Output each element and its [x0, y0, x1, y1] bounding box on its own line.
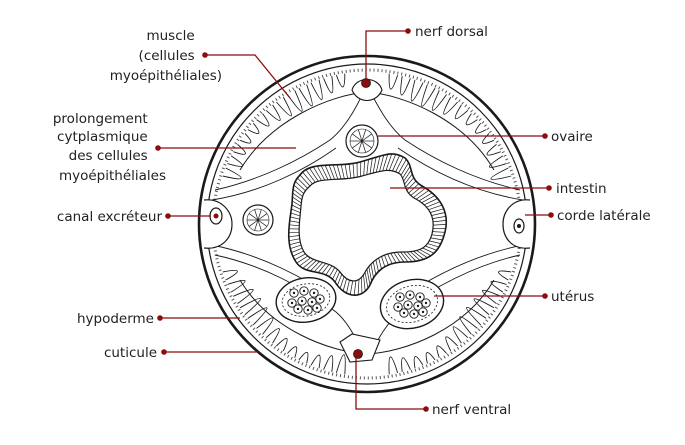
leader-lines [158, 30, 551, 410]
nerf-dorsal [351, 78, 383, 102]
canal-excreteur-right-lumen [517, 224, 521, 228]
label-canal-excreteur: canal excréteur [57, 209, 163, 225]
label-muscle: muscle (cellules myoépithéliales) [110, 28, 222, 84]
ovaire-left [242, 204, 274, 236]
label-intestin: intestin [556, 181, 607, 197]
label-corde-laterale: corde latérale [557, 208, 651, 224]
nerf-ventral [339, 333, 381, 363]
label-nerf-ventral: nerf ventral [432, 402, 511, 418]
ovaire [345, 124, 379, 158]
label-nerf-dorsal: nerf dorsal [415, 24, 488, 40]
intestin [287, 153, 447, 296]
canal-excreteur-lumen [213, 213, 219, 219]
label-uterus: utérus [551, 289, 594, 305]
muscle-layer [222, 73, 512, 375]
label-hypoderme: hypoderme [77, 311, 154, 327]
uterus-right [379, 278, 445, 330]
leader-dots [155, 28, 554, 412]
label-cuticule: cuticule [104, 345, 157, 361]
label-prolongement: prolongement cytplasmique des cellules m… [53, 111, 166, 184]
label-ovaire: ovaire [551, 129, 593, 145]
uterus-left [275, 277, 337, 323]
